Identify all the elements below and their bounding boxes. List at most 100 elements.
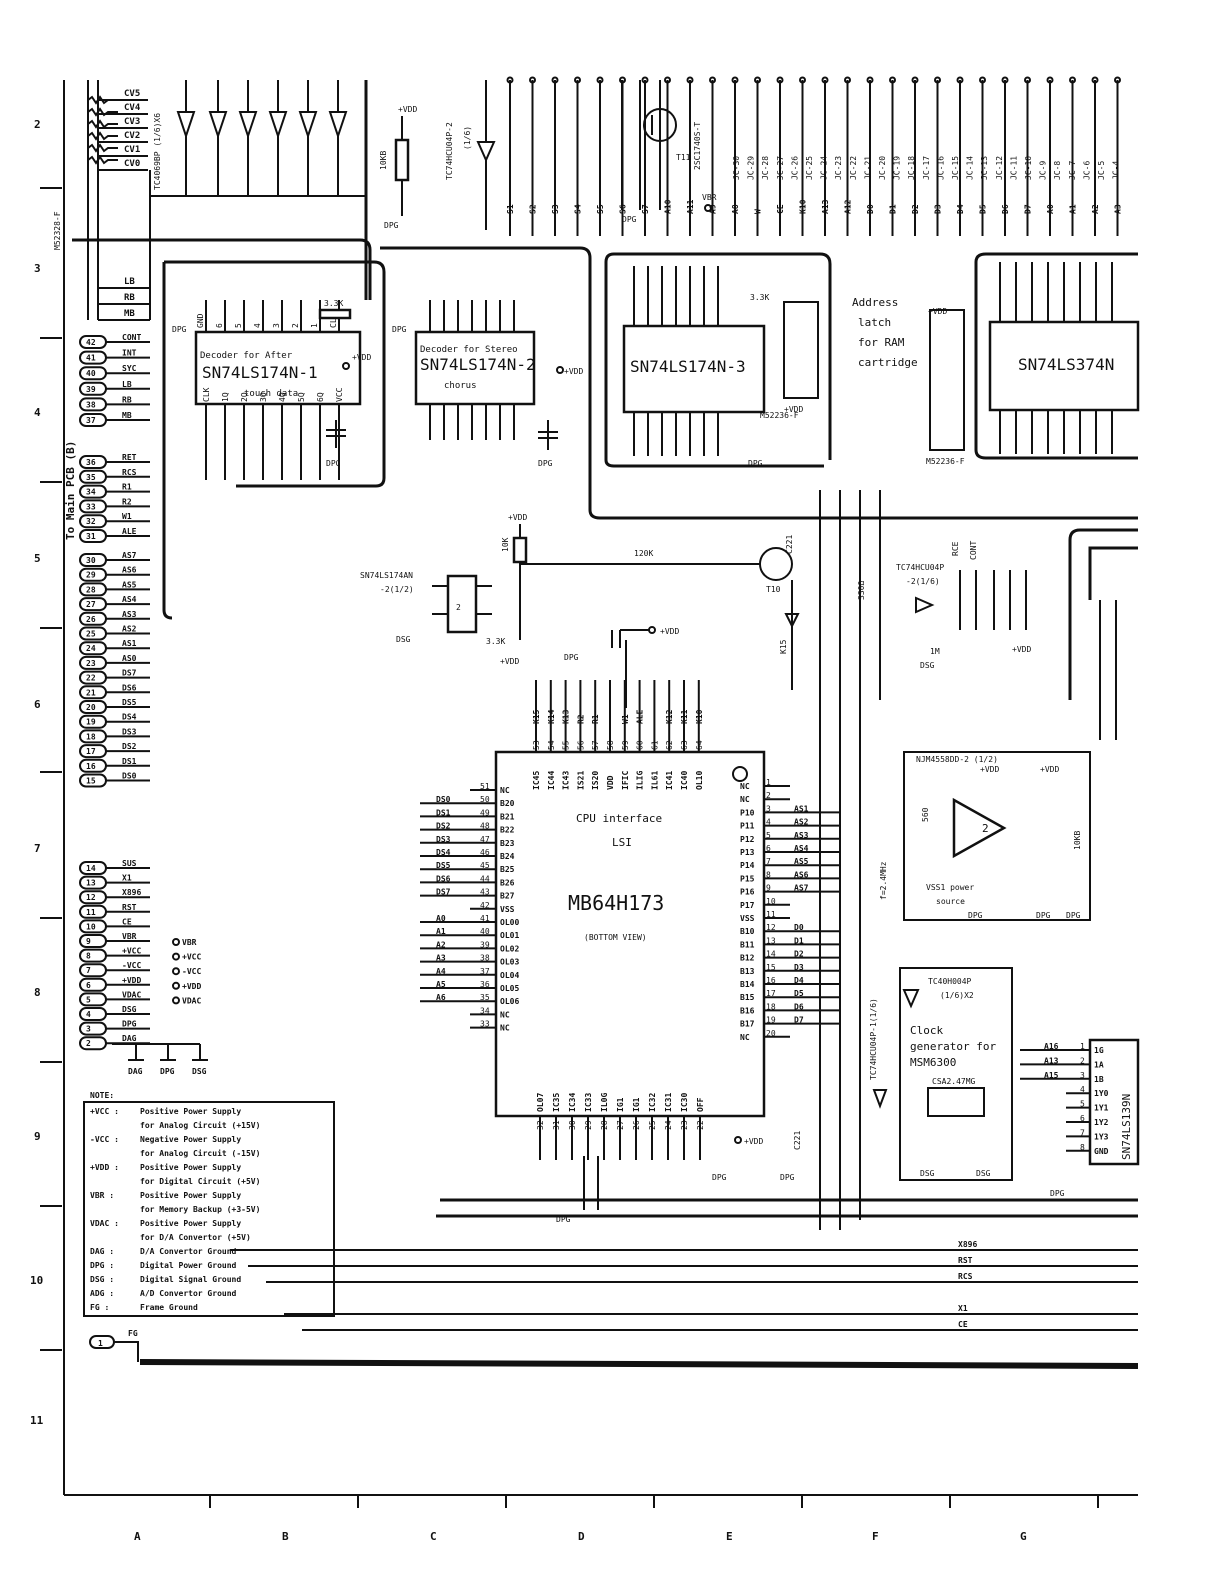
note-line: VSS1 power — [926, 883, 974, 892]
pin-number: 11 — [766, 910, 776, 919]
pin-signal: CONT — [122, 333, 141, 342]
pin-number: 15 — [766, 963, 776, 972]
vdd-label: +VDD — [500, 657, 519, 666]
pin-number: 43 — [480, 888, 490, 897]
bus-label: RST — [958, 1256, 973, 1265]
pin-number: 33 — [86, 502, 96, 511]
cap-label: C221 — [793, 1131, 802, 1150]
pin-number: 10 — [86, 922, 96, 931]
freq-label: f=2.4MHz — [879, 861, 888, 900]
pin-number: 34 — [480, 1006, 490, 1015]
pin-label: B10 — [740, 927, 755, 936]
bus-label: D1 — [889, 204, 898, 214]
pin-label: IS21 — [576, 771, 585, 790]
net-label: DS0 — [436, 795, 451, 804]
pin-label: OL06 — [500, 997, 519, 1006]
pin-signal: RST — [122, 903, 137, 912]
pin-signal: X1 — [122, 874, 132, 883]
bus-label: D4 — [956, 204, 965, 214]
pin-label: VCC — [335, 387, 344, 402]
vdd-label: +VDD — [744, 1137, 763, 1146]
vdd-label: +VDD — [928, 307, 947, 316]
vdd-label: +VDD — [398, 105, 417, 114]
pin-label: OL03 — [500, 958, 519, 967]
net-label: CONT — [969, 541, 978, 560]
jc-label: JC-20 — [878, 156, 887, 180]
pin-number: 41 — [86, 354, 96, 363]
net-label: A4 — [436, 967, 446, 976]
note-line: for RAM — [858, 336, 905, 349]
pin-number: 47 — [480, 835, 490, 844]
note-line: generator for — [910, 1040, 996, 1053]
to-main-pcb-label: To Main PCB (B) — [64, 441, 77, 540]
net-label: R1 — [591, 714, 600, 724]
pin-signal: AS5 — [122, 580, 137, 589]
pin-label: 1A — [1094, 1060, 1104, 1069]
ground-label: DPG — [748, 459, 763, 468]
cv-labels: CV5 CV4 CV3 CV2 CV1 CV0 LB RB MB — [98, 89, 151, 321]
pin-label: OL10 — [695, 771, 704, 790]
pin-signal: +VDD — [122, 976, 141, 985]
net-label: A2 — [436, 940, 446, 949]
pin-number: 27 — [86, 600, 96, 609]
pin-number: 53 — [532, 740, 541, 750]
power-label: +VDD — [182, 982, 201, 991]
jc-label: JC-24 — [820, 156, 829, 180]
pin-label: NC — [740, 795, 750, 804]
pin-label: VDD — [606, 775, 615, 790]
column-label: A — [134, 1530, 141, 1543]
pin-signal: DS3 — [122, 727, 137, 736]
cv-label: CV2 — [124, 131, 140, 141]
pin-label: 1B — [1094, 1075, 1104, 1084]
ground-label: DSG — [192, 1067, 207, 1076]
pin-label: NC — [500, 786, 510, 795]
net-label: W1 — [621, 714, 630, 724]
inverter-symbol — [176, 111, 196, 140]
net-label: AS1 — [794, 804, 809, 813]
pin-label: P16 — [740, 888, 755, 897]
jc-label: JC-25 — [805, 156, 814, 180]
pin-number: 3 — [766, 804, 771, 813]
ground-label: DPG — [160, 1067, 175, 1076]
pin-signal: DS2 — [122, 742, 137, 751]
note-value: for Memory Backup (+3-5V) — [140, 1205, 260, 1214]
pin-label: 5Q — [297, 392, 306, 402]
pin-number: 58 — [606, 740, 615, 750]
net-label: AS7 — [794, 884, 809, 893]
pin-signal: VBR — [122, 932, 137, 941]
pin-label: OL05 — [500, 984, 519, 993]
pin-number: 7 — [766, 857, 771, 866]
bus-label: D5 — [979, 204, 988, 214]
column-labels: A B C D E F G — [134, 1530, 1027, 1543]
bus-label: CE — [958, 1320, 968, 1329]
pin-signal: DS6 — [122, 683, 137, 692]
pin-number: 55 — [562, 740, 571, 750]
pin-signal: AS3 — [122, 610, 137, 619]
pin-signal: INT — [122, 349, 137, 358]
res-label: 3.3K — [324, 299, 343, 308]
pin-number: 19 — [766, 1016, 776, 1025]
jc-label: JC-11 — [1009, 156, 1018, 180]
pin-signal: DS0 — [122, 772, 137, 781]
net-label: D6 — [794, 1002, 804, 1011]
pin-number: 40 — [86, 369, 96, 378]
pin-number: 40 — [480, 927, 490, 936]
note-line: latch — [858, 316, 891, 329]
pin-number: 1 — [766, 778, 771, 787]
vdd-label: +VDD — [352, 353, 371, 362]
net-label: K15 — [532, 709, 541, 724]
pin-number: 32 — [86, 517, 96, 526]
pin-signal: SUS — [122, 859, 137, 868]
chip-note: Decoder for After — [200, 351, 293, 361]
pin-label: 5 — [234, 323, 243, 328]
row-label: 7 — [34, 842, 41, 855]
column-label: D — [578, 1530, 585, 1543]
column-label: B — [282, 1530, 289, 1543]
pin-number: 9 — [86, 937, 91, 946]
cpu-title: CPU interface — [576, 812, 662, 825]
net-label: DS5 — [436, 861, 451, 870]
pin-label: B15 — [740, 993, 755, 1002]
pin-number: 12 — [86, 893, 96, 902]
